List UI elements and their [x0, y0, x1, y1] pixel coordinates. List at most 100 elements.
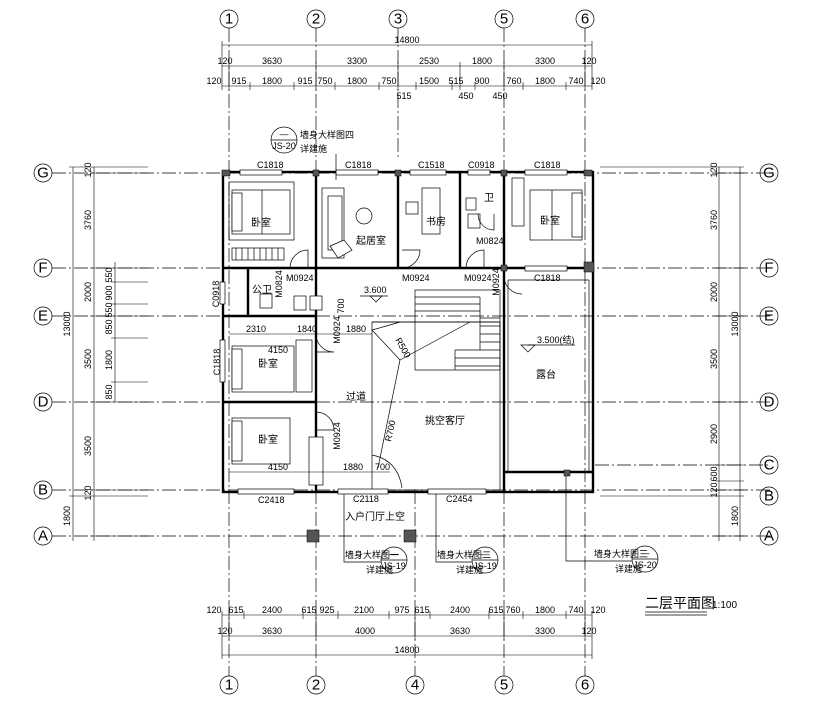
- dimensions-left: 13000 120 3760 2000 3500 3500 120 1800 5…: [62, 162, 221, 541]
- axis-bubble-right-E: E: [759, 306, 779, 326]
- axis-bubble-bottom-4: 4: [405, 675, 425, 695]
- detail-title: 墙身大样图三: [594, 548, 648, 559]
- dim-text: 1500: [419, 76, 439, 86]
- detail-references: — JS-20 墙身大样图四 详建施 — JS-19 墙身大样图一 详建施 — …: [270, 126, 659, 575]
- dim-text: 550: [104, 267, 114, 282]
- axis-label: 5: [500, 677, 508, 694]
- axis-bubble-top-2: 2: [306, 9, 326, 29]
- furniture: [228, 177, 583, 486]
- axis-label: B: [764, 488, 774, 505]
- dim-text: 850: [104, 384, 114, 399]
- detail-title: 墙身大样图四: [300, 129, 354, 140]
- window-label: C1818: [534, 160, 561, 170]
- dim-text: 2310: [246, 324, 266, 334]
- axis-label: A: [764, 528, 774, 545]
- door-label: M0924: [464, 273, 492, 283]
- axis-bubble-bottom-6: 6: [575, 675, 595, 695]
- door-label: M0824: [476, 236, 504, 246]
- door-label: M0924: [286, 273, 314, 283]
- window-label: C1818: [345, 160, 372, 170]
- detail-note: 详建施: [615, 563, 642, 574]
- dim-text: 120: [217, 56, 232, 66]
- window-label: C1818: [534, 273, 561, 283]
- radius-text: R700: [383, 419, 397, 442]
- dim-text: 120: [581, 626, 596, 636]
- dim-text: 3500: [83, 436, 93, 456]
- axis-bubble-left-A: A: [33, 526, 53, 546]
- axis-bubble-right-A: A: [759, 526, 779, 546]
- detail-note: 详建施: [300, 143, 327, 154]
- room-label-bath: 卫: [484, 193, 494, 204]
- windows: [219, 169, 568, 495]
- dim-text: 120: [217, 626, 232, 636]
- dim-text: 3500: [709, 349, 719, 369]
- dim-text: 1800: [347, 76, 367, 86]
- dim-text: 750: [317, 76, 332, 86]
- window-label: C2454: [446, 494, 473, 504]
- detail-note: 详建施: [366, 564, 393, 575]
- axis-label: F: [38, 260, 47, 277]
- detail-sheet: JS-20: [633, 560, 657, 570]
- dim-text: 120: [83, 162, 93, 177]
- door-label: M0924: [332, 316, 342, 344]
- detail-sheet: JS-20: [272, 141, 296, 151]
- lounge-chair: [329, 239, 353, 259]
- room-label-bedroom-sw: 卧室: [258, 433, 278, 446]
- drawing-title: 二层平面图 1:100: [645, 595, 737, 616]
- dim-text: 3300: [535, 626, 555, 636]
- dim-text: 915: [297, 76, 312, 86]
- detail-ref-1: — JS-19 墙身大样图一 详建施: [343, 494, 408, 575]
- axis-label: 2: [312, 677, 320, 694]
- axis-bubbles-right: G F E D C B A: [759, 163, 779, 546]
- opening-labels: C1818 C1818 C1518 C0918 C1818 C1818 C181…: [212, 160, 561, 505]
- dim-text: 3630: [450, 626, 470, 636]
- drawing-scale: 1:100: [712, 600, 737, 611]
- dim-text: 615: [228, 605, 243, 615]
- room-label-bedroom-w: 卧室: [258, 357, 278, 370]
- window-label: C0918: [468, 160, 495, 170]
- dim-text: 760: [506, 76, 521, 86]
- dim-total-top: 14800: [394, 35, 419, 45]
- dim-text: 120: [206, 76, 221, 86]
- axis-bubble-top-5: 5: [494, 9, 514, 29]
- axis-label: G: [763, 165, 775, 182]
- dim-text: 740: [568, 76, 583, 86]
- dim-text: 600: [709, 466, 719, 481]
- room-label-entrance: 入户门厅上空: [345, 510, 405, 523]
- dim-text: 2900: [709, 424, 719, 444]
- dim-text: 1840: [297, 324, 317, 334]
- dim-text: 550: [104, 302, 114, 317]
- axis-label: 1: [225, 11, 233, 28]
- dim-text: 1800: [535, 605, 555, 615]
- dim-text: 900: [474, 76, 489, 86]
- detail-index: —: [390, 549, 399, 559]
- wardrobe-nw: [231, 247, 285, 261]
- dim-text: 4000: [355, 626, 375, 636]
- axis-bubble-right-D: D: [759, 392, 779, 412]
- dim-text: 450: [458, 91, 473, 101]
- dim-text: 120: [83, 485, 93, 500]
- dim-text: 700: [375, 462, 390, 472]
- axis-bubble-top-3: 3: [388, 9, 408, 29]
- axis-bubbles-top: 1 2 3 5 6: [219, 9, 595, 29]
- bath-fixtures: [465, 197, 481, 229]
- axis-label: C: [764, 457, 775, 474]
- axis-label: A: [38, 528, 48, 545]
- dim-total-right: 13000: [730, 311, 740, 336]
- dim-text: 120: [590, 605, 605, 615]
- dim-text: 3500: [83, 349, 93, 369]
- axis-label: B: [38, 482, 48, 499]
- door-label: M0924: [491, 268, 501, 296]
- dim-text: 1800: [104, 350, 114, 370]
- room-label-living: 起居室: [356, 234, 386, 247]
- axis-bubble-bottom-2: 2: [306, 675, 326, 695]
- bed-ne: [529, 189, 583, 241]
- dim-text: 4150: [268, 462, 288, 472]
- axis-label: 6: [581, 677, 589, 694]
- axis-bubble-left-G: G: [33, 163, 53, 183]
- room-label-public-wc: 公卫: [252, 285, 272, 296]
- dim-text: 2400: [262, 605, 282, 615]
- level-text: 3.600: [364, 285, 387, 295]
- door-label: M0824: [274, 270, 284, 298]
